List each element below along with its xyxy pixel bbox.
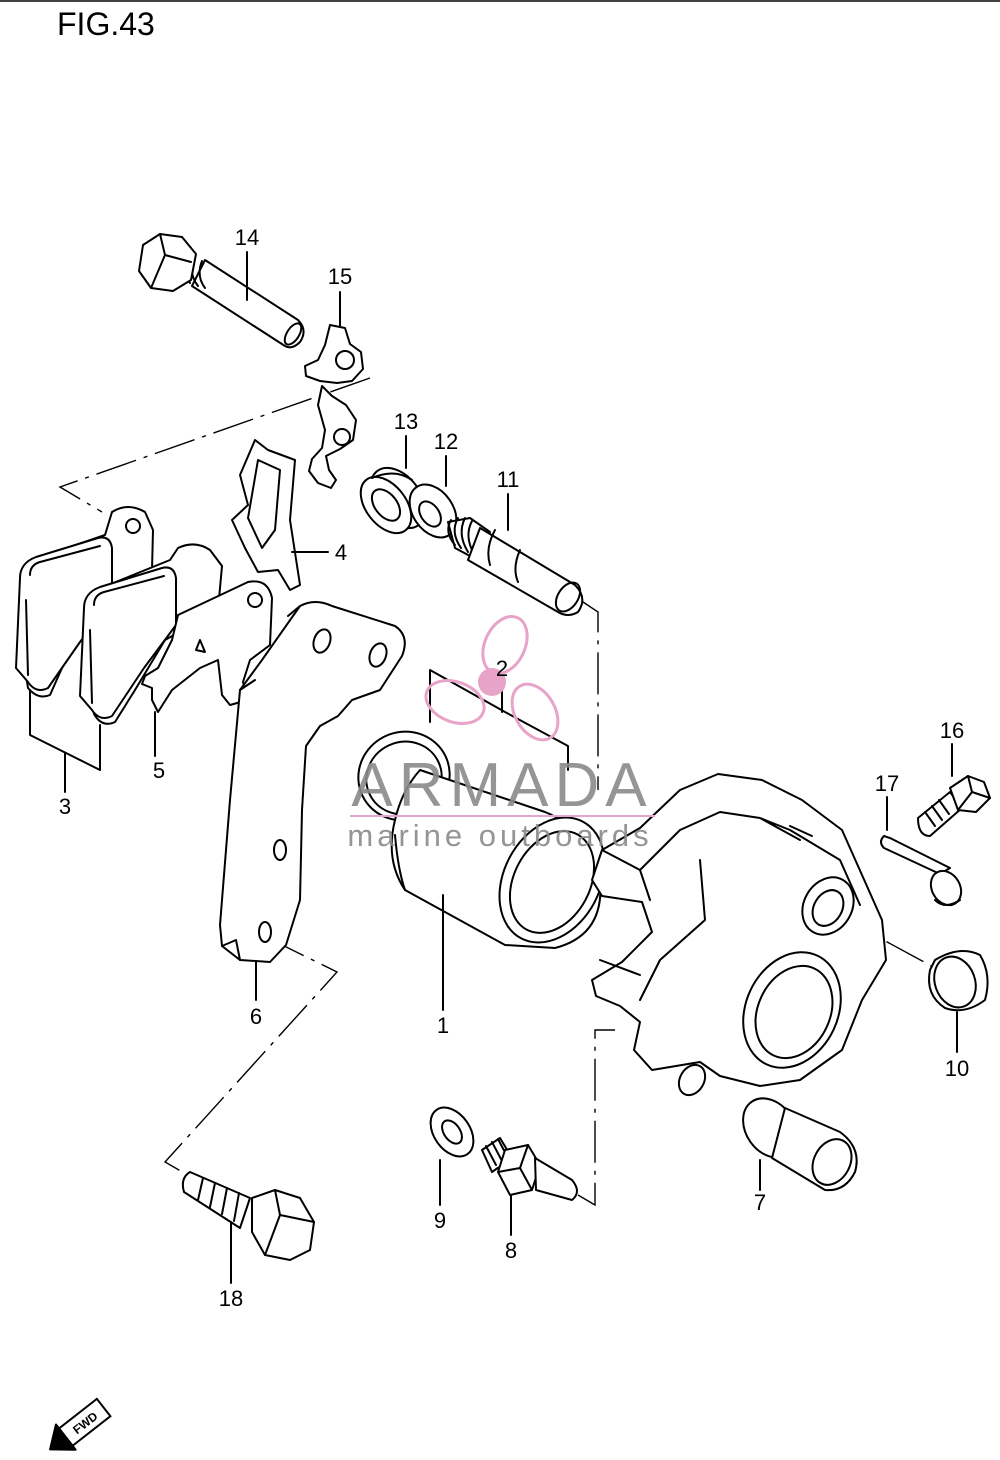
callout-10: 10 <box>945 1056 969 1081</box>
part-17-bleeder-cap <box>880 796 963 907</box>
callout-2: 2 <box>496 656 508 681</box>
part-18-bracket-bolt <box>181 1171 315 1284</box>
callout-4: 4 <box>335 540 347 565</box>
part-5-shim <box>141 580 273 757</box>
propeller-logo <box>424 615 560 742</box>
part-6-caliper-bracket <box>219 601 406 1001</box>
watermark-tagline: marine outboards <box>347 818 652 853</box>
part-1-piston <box>357 730 606 1011</box>
part-16-bleeder-screw <box>917 743 991 837</box>
part-14-pin-bolt <box>138 233 305 349</box>
callout-18: 18 <box>219 1286 243 1311</box>
part-9-washer <box>429 1106 475 1206</box>
callout-1: 1 <box>437 1013 449 1038</box>
callout-14: 14 <box>235 225 259 250</box>
callout-12: 12 <box>434 429 458 454</box>
part-11-slide-pin <box>447 517 584 616</box>
part-15-lock-plate <box>304 324 364 489</box>
callout-3: 3 <box>59 794 71 819</box>
callout-6: 6 <box>250 1004 262 1029</box>
caliper-body <box>591 773 887 1097</box>
callouts: 14 15 13 12 11 4 2 16 17 5 3 6 1 10 7 9 … <box>59 225 969 1311</box>
watermark-brand: ARMADA <box>351 751 652 820</box>
callout-13: 13 <box>394 409 418 434</box>
callout-8: 8 <box>505 1238 517 1263</box>
part-13-dust-boot <box>359 466 427 535</box>
part-8-bolt <box>481 1137 578 1236</box>
figure-title: FIG.43 <box>57 6 155 42</box>
upper-leaders <box>246 251 509 553</box>
part-10-cap <box>928 950 989 1053</box>
callout-7: 7 <box>754 1190 766 1215</box>
callout-16: 16 <box>940 718 964 743</box>
part-4-pad-spring <box>231 439 301 591</box>
armada-watermark: ARMADA marine outboards <box>347 615 655 853</box>
part-7-caliper-pin <box>742 1097 858 1192</box>
callout-17: 17 <box>875 771 899 796</box>
callout-15: 15 <box>328 264 352 289</box>
part-3-brake-pads <box>15 506 223 793</box>
fwd-arrow-icon: FWD <box>49 1397 112 1451</box>
callout-11: 11 <box>497 467 520 492</box>
callout-5: 5 <box>153 758 165 783</box>
callout-9: 9 <box>434 1208 446 1233</box>
